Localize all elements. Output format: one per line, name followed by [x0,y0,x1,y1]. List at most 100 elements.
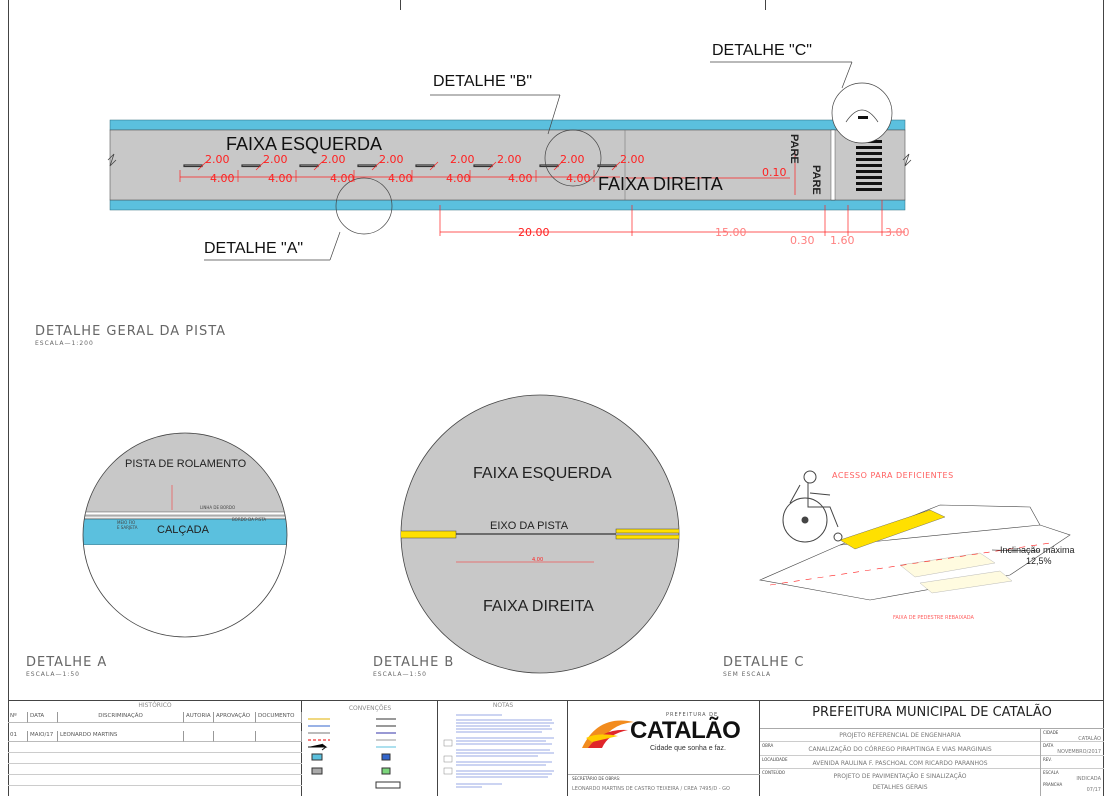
detail-a-linha-bordo: LINHA DE BORDO [200,505,236,510]
logo-catalao: CATALÃO [630,717,741,744]
historico-title: HISTÓRICO [138,702,172,709]
lbl-prancha: PRANCHA [1043,782,1063,787]
detail-c-scale: SEM ESCALA [723,671,772,678]
crosswalk-zebra [856,140,882,191]
historico-col: DATA [28,712,58,723]
lbl-localidade: LOCALIDADE [762,757,788,762]
faixa-esquerda-label: FAIXA ESQUERDA [226,134,383,154]
pare-marking-2: PARE [810,165,822,195]
convencoes-title: CONVENÇÕES [348,705,392,712]
projeto-referencial: PROJETO REFERENCIAL DE ENGENHARIA [839,732,961,739]
historico-col: DOCUMENTO [256,712,302,723]
road-overview-drawing [107,61,912,261]
prancha-value: 07/17 [1086,787,1101,793]
historico-panel [8,700,302,796]
dim-label: 4.00 [268,172,293,185]
historico-col: DISCRIMINAÇÃO [58,712,184,723]
lbl-rev: REV. [1043,757,1052,762]
lbl-obra: OBRA [762,743,774,748]
cidade-value: CATALÃO [1078,736,1101,742]
detail-c-inclinacao: Inclinação máxima [1000,545,1075,555]
detail-c-marker [831,82,893,144]
detail-a-bordo-pista: BORDO DA PISTA [232,517,267,522]
detail-a-marker [335,177,393,235]
dim-label: 1.60 [830,234,855,247]
detalhe-c-callout: DETALHE "C" [712,42,812,59]
data-value: NOVEMBRO/2017 [1057,749,1101,755]
prefeitura-title: PREFEITURA MUNICIPAL DE CATALÃO [812,705,1052,720]
lbl-cidade: CIDADE [1043,730,1059,735]
historico-cell [256,731,302,742]
conteudo-value: PROJETO DE PAVIMENTAÇÃO E SINALIZAÇÃO [833,773,967,780]
dim-label: 3.00 [885,226,910,239]
dim-label: 2.00 [205,153,230,166]
detail-a-meio-fio: MEIO FIO E SARJETA [117,520,138,530]
faixa-direita-label: FAIXA DIREITA [598,174,723,194]
stop-line [830,129,836,201]
wheelchair-icon [782,470,843,543]
logo-panel [568,700,760,796]
historico-cell: MAIO/17 [28,731,58,742]
detail-a-calcada-label: CALÇADA [157,524,209,536]
notas-text-block [443,714,554,788]
lbl-data: DATA [1043,743,1054,748]
convencoes-panel [302,700,438,796]
detail-b-scale: ESCALA—1:50 [373,671,427,678]
detail-c-acesso: ACESSO PARA DEFICIENTES [832,471,954,480]
sidewalk-bottom [109,199,906,211]
detail-c-drawing [758,470,1071,601]
detail-c-inclinacao-val: 12,5% [1026,556,1052,566]
dim-label: 4.00 [388,172,413,185]
historico-cell: LEONARDO MARTINS [58,731,184,742]
frame-tick [765,0,766,10]
dim-label: 2.00 [620,153,645,166]
historico-col: AUTORIA [184,712,214,723]
notas-title: NOTAS [492,702,514,709]
overview-scale: ESCALA—1:200 [35,340,94,347]
pare-marking-1: PARE [788,134,800,164]
detail-a-drawing [82,432,288,638]
catalao-logo-icon [582,720,634,748]
dim-label: 2.00 [450,153,475,166]
detalhe-a-callout: DETALHE "A" [204,240,304,257]
dim-label: 2.00 [497,153,522,166]
detail-b-dim: 4.00 [532,557,544,563]
logo-prefeitura: PREFEITURA DE [666,712,719,718]
dim-label: 4.00 [446,172,471,185]
escala-value: INDICADA [1076,776,1101,782]
dim-label: 0.10 [762,166,787,179]
detail-a-title: DETALHE A [26,655,108,670]
detail-b-eixo: EIXO DA PISTA [490,520,569,532]
dim-label: 4.00 [508,172,533,185]
frame-tick [400,0,401,10]
detail-a-scale: ESCALA—1:50 [26,671,80,678]
historico-cell [184,731,214,742]
drawing-frame [8,0,1104,796]
logo-slogan: Cidade que sonha e faz. [650,745,726,752]
responsavel-name: LEONARDO MARTINS DE CASTRO TEIXEIRA / CR… [572,786,730,792]
lbl-escala: ESCALA [1043,770,1059,775]
dim-label: 4.00 [330,172,355,185]
historico-cell [214,731,256,742]
detail-c-faixa-pedestre: FAIXA DE PEDESTRE REBAIXADA [893,615,974,621]
convencoes-legend [308,718,401,789]
dim-label: 20.00 [518,226,550,239]
detail-b-faixa-direita: FAIXA DIREITA [483,598,594,615]
obra-value: CANALIZAÇÃO DO CÓRREGO PIRAPITINGA E VIA… [808,746,992,753]
lbl-conteudo: CONTEÚDO [762,770,786,775]
historico-col: Nº [8,712,28,723]
tactile-strip [839,509,946,550]
dim-label: 2.00 [560,153,585,166]
dimension-chain [179,150,905,236]
dim-label: 0.30 [790,234,815,247]
title-block [8,700,1104,796]
notas-panel [438,700,568,796]
detail-b-title: DETALHE B [373,655,455,670]
localidade-value: AVENIDA RAULINA F. PASCHOAL COM RICARDO … [812,760,988,767]
detail-c-title: DETALHE C [723,655,805,670]
historico-col: APROVAÇÃO [214,712,256,723]
dim-label: 2.00 [263,153,288,166]
dim-label: 4.00 [566,172,591,185]
detail-b-drawing [400,394,680,674]
detalhes-gerais: DETALHES GERAIS [872,784,928,791]
